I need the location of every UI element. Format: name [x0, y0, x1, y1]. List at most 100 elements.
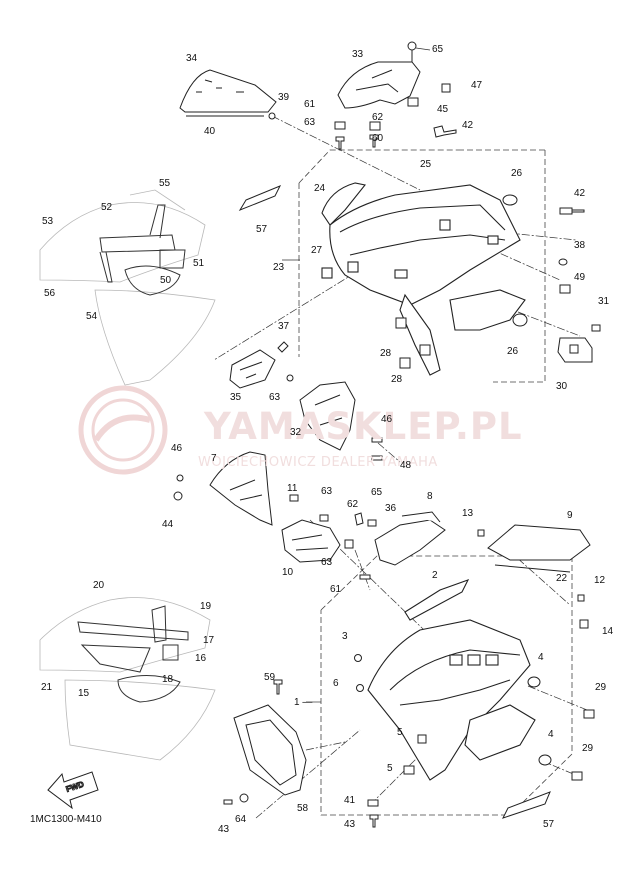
- callout-8: 8: [427, 491, 433, 502]
- callout-34: 34: [186, 53, 198, 64]
- lower-ghost-parts: [77, 605, 189, 703]
- callout-37: 37: [278, 321, 290, 332]
- watermark-title: YAMASKLEP.PL: [204, 405, 523, 448]
- callout-21: 21: [41, 682, 53, 693]
- callout-33: 33: [352, 49, 364, 60]
- callout-61b: 61: [330, 584, 342, 595]
- callout-51: 51: [193, 258, 205, 269]
- watermark-subtitle: WOJCIECHOWICZ DEALER YAMAHA: [198, 455, 438, 470]
- callout-14: 14: [602, 626, 614, 637]
- callout-2: 2: [432, 570, 438, 581]
- callout-46: 46: [381, 414, 393, 425]
- part-32-inner-panel: [299, 381, 383, 461]
- callout-36: 36: [385, 503, 397, 514]
- part-10-bracket: [281, 494, 341, 563]
- callout-26b: 26: [507, 346, 519, 357]
- callout-63d: 63: [321, 557, 333, 568]
- assembly-box-upper: [298, 149, 546, 383]
- fasteners-lower: [354, 594, 595, 828]
- fwd-arrow-icon: FWD: [47, 771, 99, 810]
- callout-50: 50: [160, 275, 172, 286]
- callout-29b: 29: [582, 743, 594, 754]
- callout-62: 62: [372, 112, 384, 123]
- upper-ghost-parts: [99, 204, 186, 296]
- ghost-side-view-upper: [39, 189, 216, 386]
- callout-28: 28: [380, 348, 392, 359]
- callout-39: 39: [278, 92, 290, 103]
- callout-22: 22: [556, 573, 568, 584]
- callout-9: 9: [567, 510, 573, 521]
- callout-65: 65: [432, 44, 444, 55]
- callout-4b: 4: [548, 729, 554, 740]
- callout-30: 30: [556, 381, 568, 392]
- part-7-panel: [173, 451, 273, 526]
- callout-10: 10: [282, 567, 294, 578]
- diagram-code: 1MC1300-M410: [30, 814, 102, 825]
- part-57-decal-lower: [502, 791, 551, 819]
- callout-5b: 5: [387, 763, 393, 774]
- callout-13: 13: [462, 508, 474, 519]
- callout-57b: 57: [543, 819, 555, 830]
- callout-38: 38: [574, 240, 586, 251]
- callout-57: 57: [256, 224, 268, 235]
- callout-65b: 65: [371, 487, 383, 498]
- parts-26-30: [395, 194, 601, 369]
- watermark-logo: [78, 385, 168, 475]
- callout-1: 1 —: [294, 697, 313, 708]
- callout-24: 24: [314, 183, 326, 194]
- ghost-side-view-lower: [39, 597, 216, 761]
- callout-53: 53: [42, 216, 54, 227]
- callout-16: 16: [195, 653, 207, 664]
- callout-29: 29: [595, 682, 607, 693]
- callout-45: 45: [437, 104, 449, 115]
- part-23-upper-cowling: [321, 182, 526, 376]
- callout-32: 32: [290, 427, 302, 438]
- callout-7: 7: [211, 453, 217, 464]
- part-57-decal-upper: [238, 185, 282, 212]
- fasteners-top: [268, 83, 457, 150]
- part-9-duct: [477, 524, 591, 573]
- callout-58: 58: [297, 803, 309, 814]
- callout-42: 42: [462, 120, 474, 131]
- callout-40: 40: [204, 126, 216, 137]
- callout-20: 20: [93, 580, 105, 591]
- callout-43b: 43: [344, 819, 356, 830]
- callout-55: 55: [159, 178, 171, 189]
- callout-47: 47: [471, 80, 483, 91]
- callout-46b: 46: [171, 443, 183, 454]
- callout-19: 19: [200, 601, 212, 612]
- callout-11: 11: [287, 483, 298, 494]
- part-34-cover: [179, 69, 277, 117]
- part-8-bracket: [344, 511, 446, 580]
- callout-49: 49: [574, 272, 586, 283]
- callout-26: 26: [511, 168, 523, 179]
- callout-63b: 63: [269, 392, 281, 403]
- callout-3: 3: [342, 631, 348, 642]
- callout-leaders: [282, 47, 431, 703]
- callout-18: 18: [162, 674, 174, 685]
- callout-27: 27: [311, 245, 323, 256]
- callout-62b: 62: [347, 499, 359, 510]
- callout-23: 23: [273, 262, 285, 273]
- callout-17: 17: [203, 635, 215, 646]
- part-1-lower-cowling: [367, 579, 536, 781]
- callout-63: 63: [304, 117, 316, 128]
- part-33-bracket: [337, 41, 421, 109]
- callout-54: 54: [86, 311, 98, 322]
- callout-52: 52: [101, 202, 113, 213]
- callout-31: 31: [598, 296, 610, 307]
- part-35-bracket: [229, 341, 294, 389]
- callout-42b: 42: [574, 188, 586, 199]
- part-58-panel: [223, 679, 307, 805]
- callout-60: 60: [372, 133, 384, 144]
- callout-44: 44: [162, 519, 174, 530]
- callout-48: 48: [400, 460, 412, 471]
- callout-25: 25: [420, 159, 432, 170]
- callout-64: 64: [235, 814, 247, 825]
- callout-41: 41: [344, 795, 356, 806]
- callout-12: 12: [594, 575, 606, 586]
- callout-5: 5: [397, 727, 403, 738]
- callout-43: 43: [218, 824, 230, 835]
- callout-59: 59: [264, 672, 276, 683]
